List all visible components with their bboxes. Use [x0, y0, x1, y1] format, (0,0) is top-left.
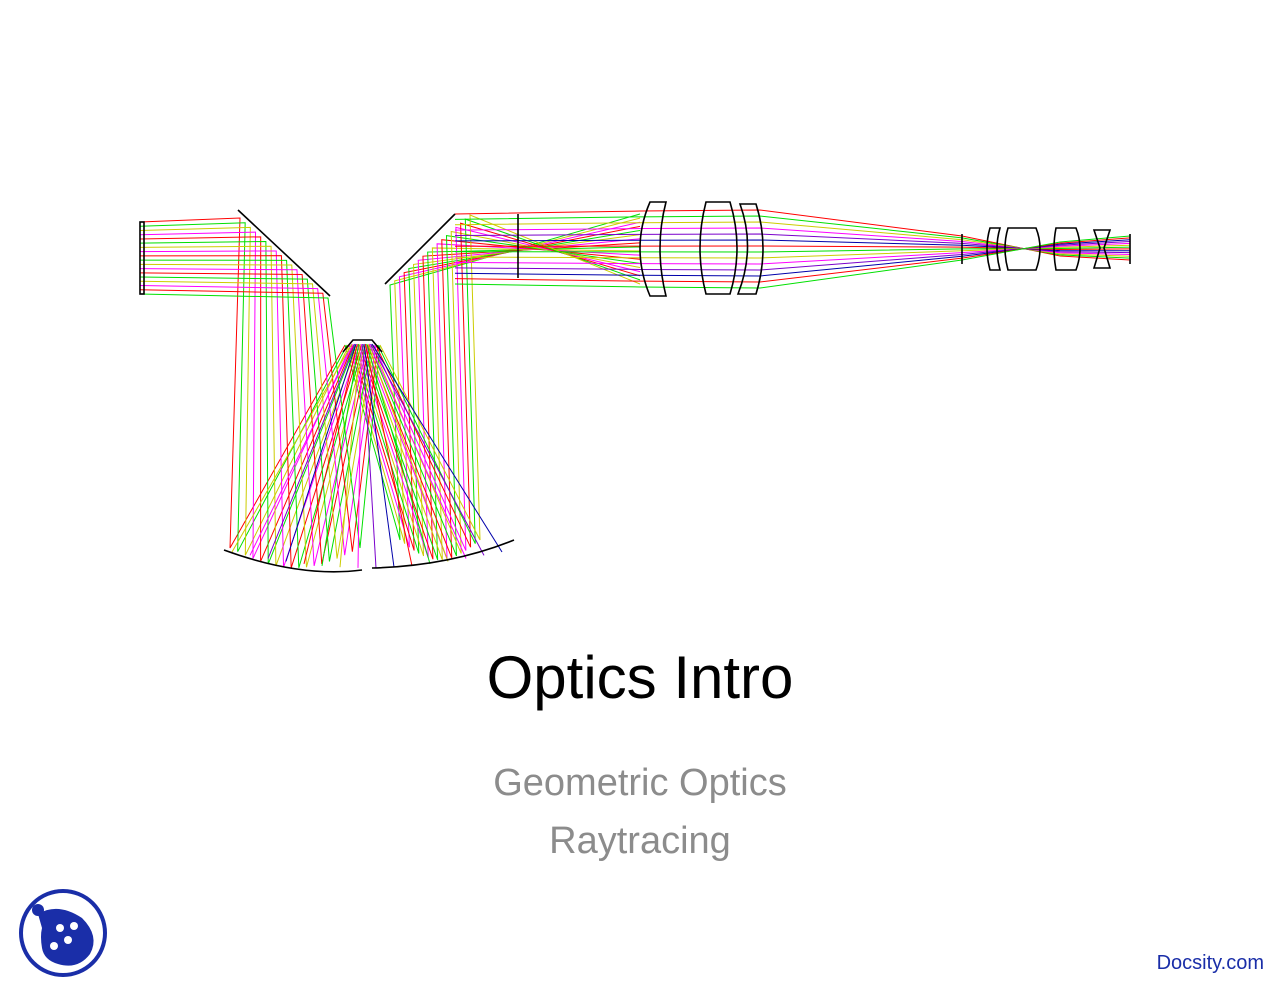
ray-path	[139, 272, 371, 565]
primary-mirror	[223, 549, 363, 573]
ray-path	[139, 236, 354, 562]
ray-path	[379, 214, 641, 541]
ray-path	[321, 343, 360, 566]
ray-path	[139, 241, 356, 565]
slide-subtitle-line-2: Raytracing	[549, 820, 731, 862]
optical-raytrace-diagram	[139, 201, 1131, 573]
ray-path	[454, 242, 1131, 265]
ray-path	[139, 245, 358, 567]
ray-path	[139, 285, 377, 556]
ray-path	[377, 218, 641, 544]
ray-path	[454, 239, 1131, 277]
lens-3	[736, 203, 764, 295]
ray-path	[454, 233, 1131, 254]
ray-path	[139, 259, 365, 569]
entrance-aperture	[139, 221, 145, 295]
lens-5	[1004, 227, 1041, 271]
slide-title: Optics Intro	[486, 644, 794, 711]
fold-mirror-left	[237, 209, 331, 297]
lens-4	[986, 227, 1002, 271]
ray-path	[368, 343, 467, 559]
optical-elements	[139, 201, 1131, 573]
ray-path	[454, 244, 1131, 259]
ray-path	[370, 343, 485, 556]
ray-path	[365, 243, 641, 560]
lens-7	[1092, 229, 1112, 269]
ray-path	[366, 343, 431, 565]
ray-path	[454, 241, 1131, 271]
ray-path	[454, 227, 1131, 255]
ray-path	[285, 343, 357, 562]
ray-path	[267, 343, 356, 559]
docsity-logo-icon	[19, 889, 107, 977]
ray-path	[139, 217, 346, 549]
ray-path	[371, 343, 503, 553]
ray-path	[362, 343, 377, 568]
ray-path	[139, 289, 379, 552]
ray-path	[454, 237, 1131, 283]
lens-2	[699, 201, 738, 295]
ray-paths	[139, 209, 1131, 569]
ray-path	[231, 343, 353, 553]
slide-subtitle-line-1: Geometric Optics	[493, 762, 787, 804]
ray-path	[139, 255, 362, 569]
ray-path	[367, 343, 449, 562]
ray-path	[249, 343, 354, 556]
ray-path	[357, 343, 362, 568]
ray-path	[375, 222, 641, 548]
primary-mirror-right	[371, 539, 515, 569]
ray-path	[454, 245, 1131, 251]
ray-path	[364, 343, 413, 566]
ray-path	[454, 221, 1131, 257]
ray-path	[139, 293, 381, 549]
ray-path	[369, 235, 641, 557]
ray-path	[454, 246, 1131, 253]
footer-site-label: Docsity.com	[1156, 952, 1264, 974]
ray-path	[454, 215, 1131, 259]
ray-path	[139, 263, 367, 568]
ray-path	[454, 235, 1131, 289]
ray-path	[363, 343, 395, 568]
ray-path	[139, 231, 352, 559]
ray-path	[373, 226, 641, 551]
ray-path	[339, 343, 361, 568]
ray-path	[454, 239, 1131, 252]
ray-path	[139, 226, 350, 556]
fold-mirror-right	[384, 213, 456, 285]
ray-path	[303, 343, 358, 565]
lens-1	[639, 201, 668, 297]
secondary-element	[342, 339, 383, 353]
lens-6	[1053, 227, 1081, 271]
ray-path	[454, 209, 1131, 261]
ray-path	[139, 280, 375, 559]
